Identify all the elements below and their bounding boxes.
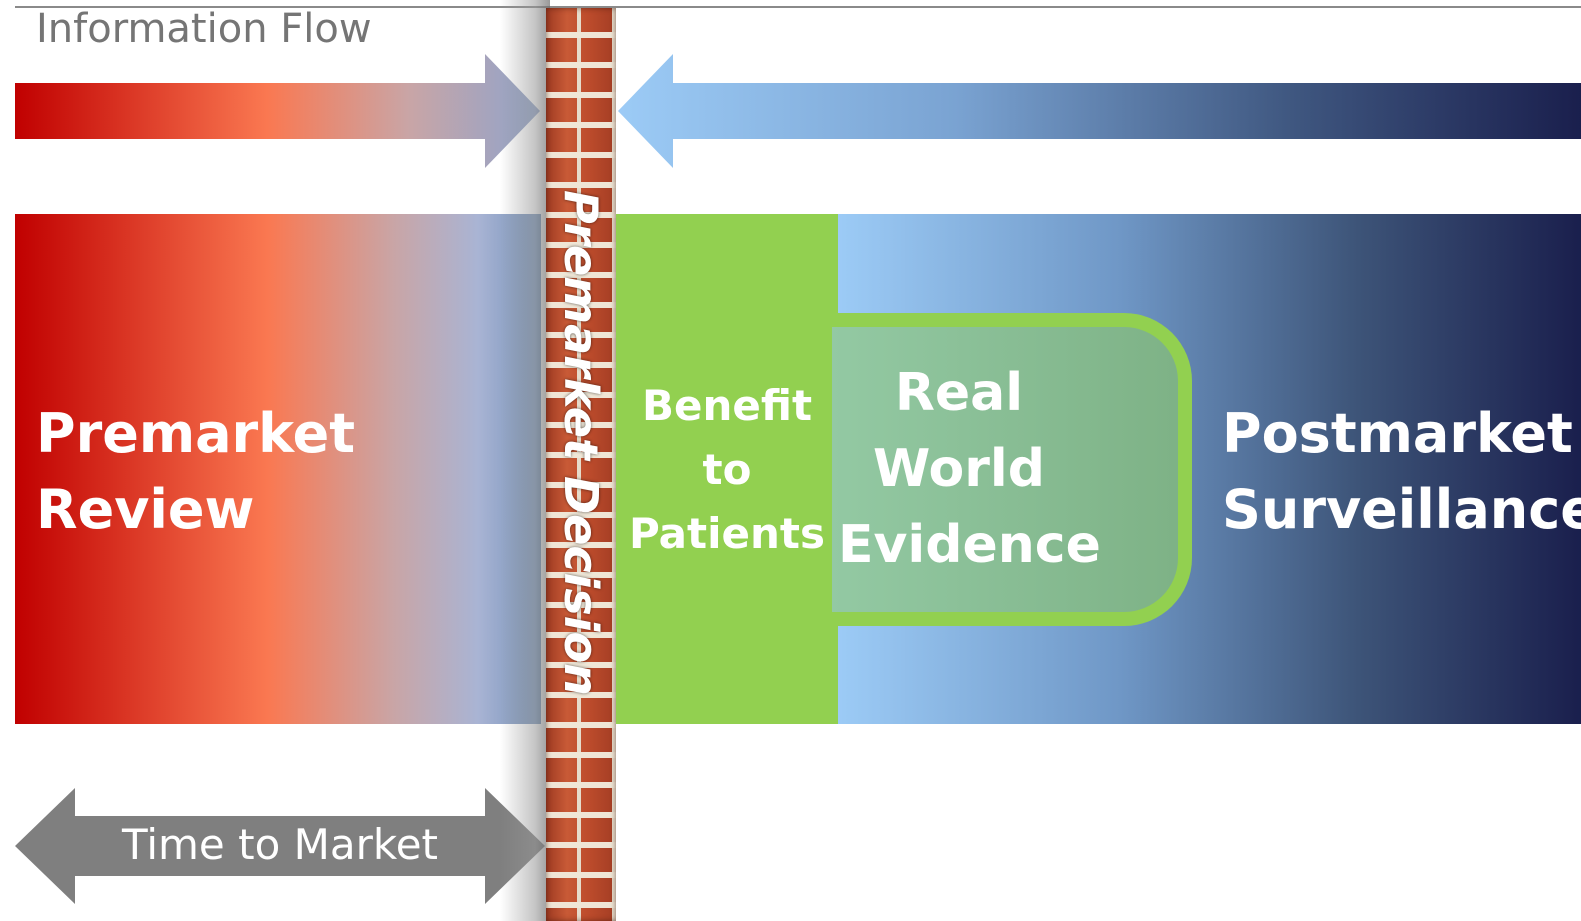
premarket-decision-label: Premarket Decision — [554, 190, 608, 696]
rwe-label-line2: World — [873, 439, 1045, 499]
real-world-evidence-label: Real World Evidence — [838, 355, 1101, 583]
premarket-decision-wall — [546, 8, 616, 921]
benefit-label-line1: Benefit — [641, 381, 813, 430]
postmarket-label-line1: Postmarket — [1222, 402, 1573, 465]
time-to-market-label: Time to Market — [121, 820, 439, 869]
premarket-label-line1: Premarket — [36, 402, 356, 465]
benefit-label-line2: to — [702, 445, 752, 494]
premarket-review-panel — [15, 214, 541, 724]
postmarket-surveillance-label: Postmarket Surveillance — [1222, 396, 1581, 548]
real-world-evidence-box — [832, 313, 1192, 626]
postmarket-label-line2: Surveillance — [1222, 478, 1581, 541]
rwe-label-line3: Evidence — [838, 515, 1101, 575]
wall-shadow — [500, 0, 550, 921]
information-flow-title: Information Flow — [36, 6, 372, 52]
left-information-arrow — [15, 54, 540, 168]
benefit-label-line3: Patients — [629, 509, 825, 558]
right-information-arrow — [618, 54, 1581, 168]
benefit-to-patients-panel — [616, 214, 838, 724]
rwe-label-line1: Real — [894, 363, 1024, 423]
benefit-to-patients-label: Benefit to Patients — [616, 374, 838, 566]
time-to-market-arrow — [15, 788, 545, 904]
premarket-label-line2: Review — [36, 478, 255, 541]
top-divider — [15, 6, 1581, 8]
premarket-review-label: Premarket Review — [36, 396, 355, 548]
